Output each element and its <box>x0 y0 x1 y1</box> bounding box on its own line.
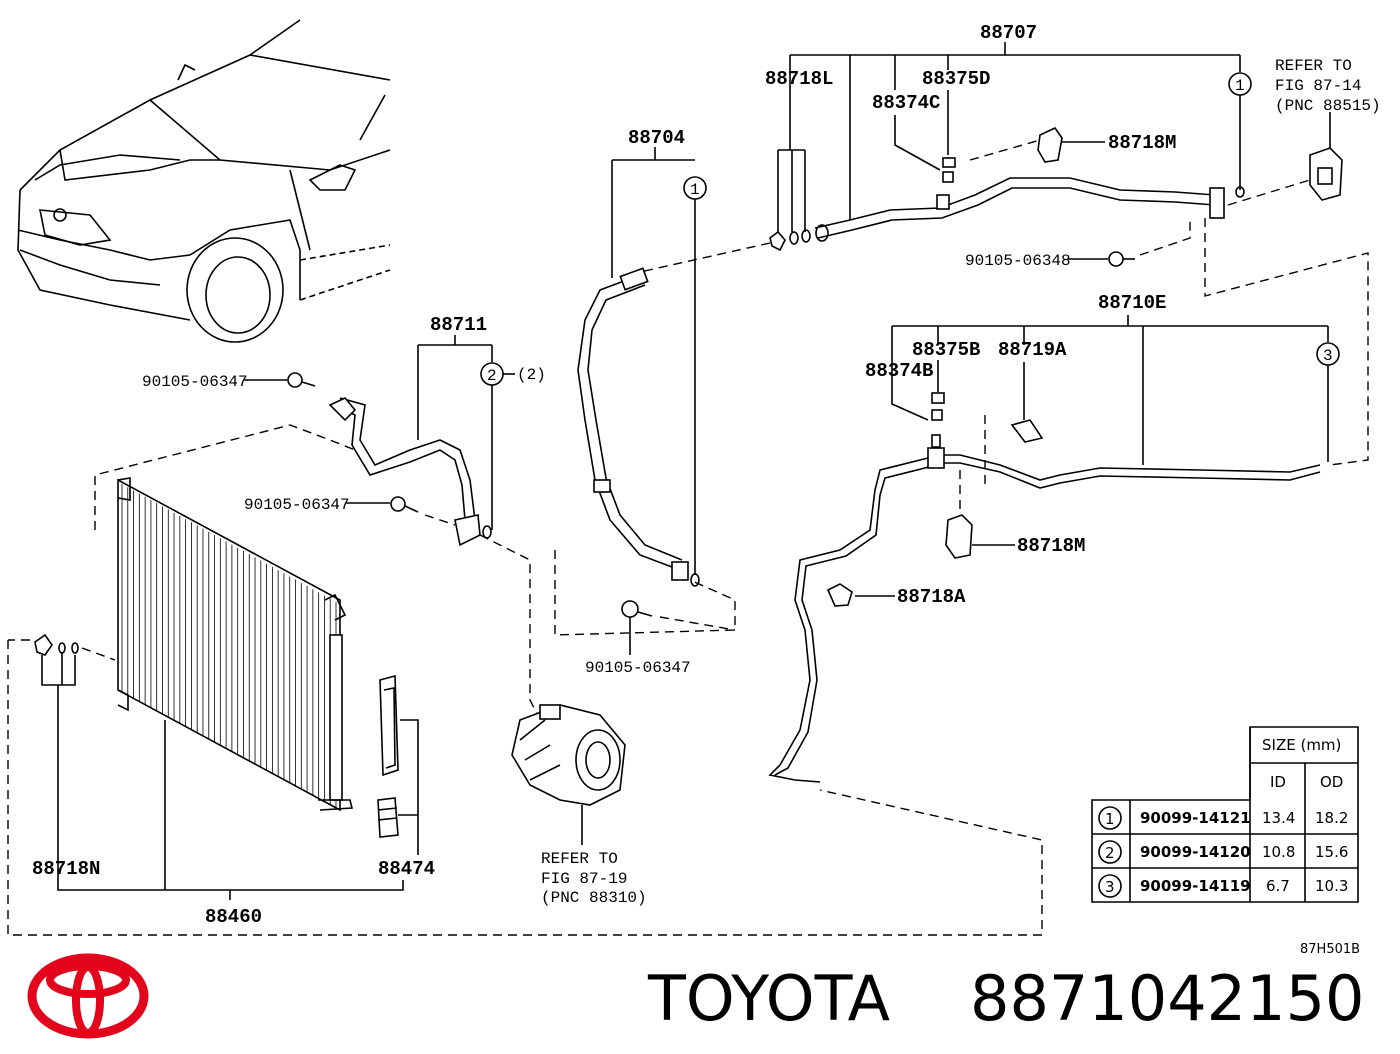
label-qty-2: (2) <box>517 366 546 384</box>
brand-name: TOYOTA <box>647 962 890 1035</box>
label-88718A: 88718A <box>897 586 966 608</box>
bolt-90105-06347-lower: 90105-06347 <box>244 496 456 526</box>
col-od: OD <box>1320 773 1343 791</box>
label-88718N: 88718N <box>32 858 100 880</box>
clamp-88718M-mid: 88718M <box>945 514 1085 559</box>
row2-mark: 2 <box>1105 844 1115 862</box>
bolt-90105-06347-center: 90105-06347 <box>554 550 736 677</box>
clamp-88718M-top: 88718M <box>1037 126 1176 163</box>
label-88375D: 88375D <box>922 68 990 90</box>
label-88474: 88474 <box>378 858 435 880</box>
refer-top-line2: FIG 87-14 <box>1275 77 1361 95</box>
row1-od: 18.2 <box>1315 809 1348 827</box>
refer-bottom-line2: FIG 87-19 <box>541 870 627 888</box>
label-88707: 88707 <box>980 22 1037 44</box>
label-88374C: 88374C <box>872 92 940 114</box>
size-table: SIZE (mm) ID OD 1 90099-14121 13.4 18.2 … <box>1091 726 1359 903</box>
label-88375B: 88375B <box>912 339 980 361</box>
label-90105-06348: 90105-06348 <box>965 252 1071 270</box>
row3-id: 6.7 <box>1266 877 1290 895</box>
parts-88474: 88474 <box>377 674 435 880</box>
refer-top-line1: REFER TO <box>1275 57 1352 75</box>
label-88718M-mid: 88718M <box>1017 535 1085 557</box>
assembly-88707: 88707 88718L 88375D 88374C 1 <box>765 22 1252 235</box>
row2-part: 90099-14120 <box>1140 843 1251 861</box>
leader-to-compressor <box>479 534 541 721</box>
clamp-88718A: 88718A <box>826 583 966 608</box>
pipe-88710E <box>768 434 1321 783</box>
figure-code: 87H501B <box>1300 942 1360 957</box>
label-88710E: 88710E <box>1098 292 1166 314</box>
row1-part: 90099-14121 <box>1140 809 1251 827</box>
label-88718M-top: 88718M <box>1108 132 1176 154</box>
row3-od: 10.3 <box>1315 877 1348 895</box>
callout-1-top: 1 <box>1235 77 1245 95</box>
hose-88704: 88704 1 <box>577 127 707 587</box>
label-88711: 88711 <box>430 314 487 336</box>
callout-3-pipe: 3 <box>1323 347 1333 365</box>
part-number: 8871042150 <box>970 962 1364 1035</box>
label-88704: 88704 <box>628 127 685 149</box>
vehicle-illustration <box>17 19 391 343</box>
bolt-90105-06347-upper: 90105-06347 <box>142 372 316 391</box>
bracket-88460: 88460 <box>57 855 404 928</box>
label-90105-06347-c: 90105-06347 <box>585 659 691 677</box>
leader-frame-bottom <box>7 640 1043 936</box>
leader-frame-right <box>1204 218 1369 466</box>
bolt-90105-06348: 90105-06348 <box>965 218 1191 270</box>
condenser-88460 <box>117 477 354 890</box>
row2-od: 15.6 <box>1315 843 1348 861</box>
parts-88718N: 88718N <box>32 633 116 880</box>
row2-id: 10.8 <box>1262 843 1295 861</box>
label-88718L: 88718L <box>765 68 833 90</box>
refer-bottom-line3: (PNC 88310) <box>541 889 647 907</box>
row1-id: 13.4 <box>1262 809 1295 827</box>
label-88460: 88460 <box>205 906 262 928</box>
toyota-logo <box>27 953 149 1039</box>
compressor: REFER TO FIG 87-19 (PNC 88310) <box>511 704 647 907</box>
label-88719A: 88719A <box>998 339 1067 361</box>
refer-top-line3: (PNC 88515) <box>1275 97 1381 115</box>
row3-mark: 3 <box>1105 878 1115 896</box>
col-id: ID <box>1270 773 1286 791</box>
label-90105-06347-b: 90105-06347 <box>244 496 350 514</box>
callout-2: 2 <box>487 367 497 385</box>
size-header: SIZE (mm) <box>1262 736 1341 754</box>
callout-1-mid: 1 <box>690 181 700 199</box>
row1-mark: 1 <box>1105 810 1115 828</box>
label-90105-06347-a: 90105-06347 <box>142 373 248 391</box>
leader-frame-condenser <box>94 424 356 530</box>
row3-part: 90099-14119 <box>1140 877 1251 895</box>
hose-88711: 88711 2 (2) <box>328 314 546 547</box>
refer-note-top: REFER TO FIG 87-14 (PNC 88515) <box>1275 57 1381 201</box>
refer-bottom-line1: REFER TO <box>541 850 618 868</box>
label-88374B: 88374B <box>865 360 933 382</box>
assembly-88710E: 88710E 3 88375B 88719A 88374B <box>865 292 1340 520</box>
pipe-88707 <box>639 139 1311 273</box>
